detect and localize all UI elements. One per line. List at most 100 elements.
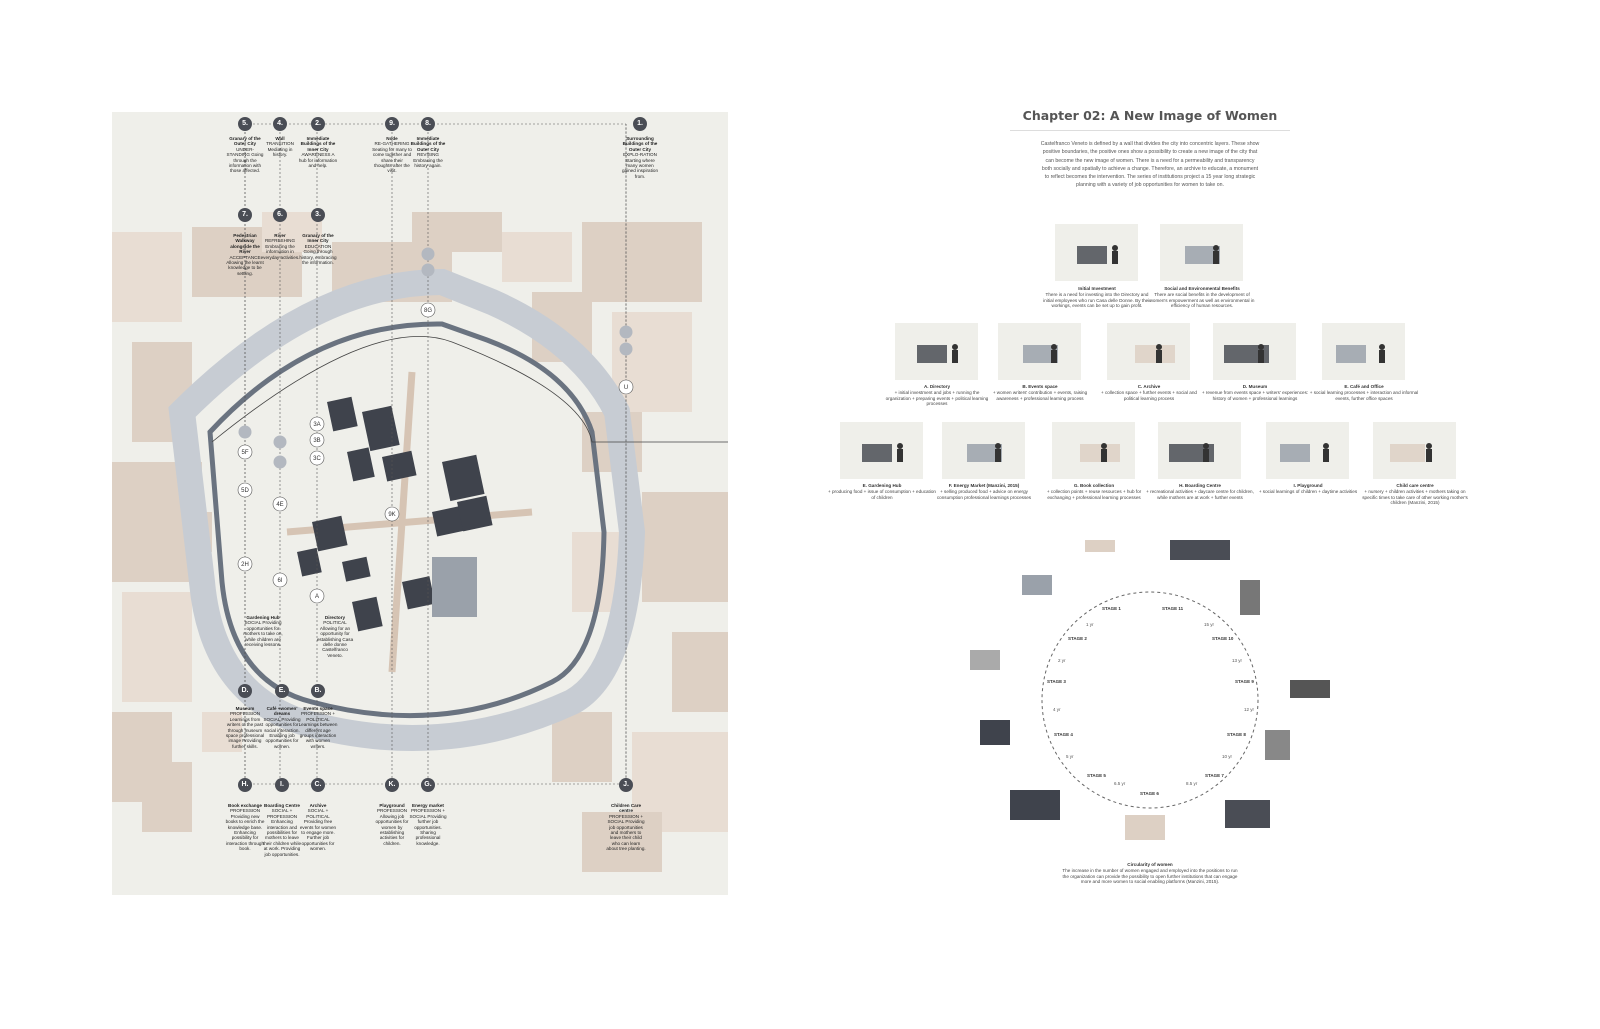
plan-marker[interactable] xyxy=(309,588,325,604)
marker-5[interactable]: J. xyxy=(619,778,633,792)
plan-marker[interactable] xyxy=(384,506,400,522)
stage-illustration xyxy=(1125,815,1165,840)
row3-caption: E. Gardening Hub+ producing food + issue… xyxy=(828,483,936,500)
intervention-building xyxy=(352,596,383,632)
svg-text:6I: 6I xyxy=(277,578,282,584)
plan-marker[interactable] xyxy=(309,450,325,466)
building-block xyxy=(672,632,728,712)
row2-caption: E. Café and Office+ social learning proc… xyxy=(1309,384,1419,401)
stage-illustration xyxy=(1225,800,1270,828)
row3-illustration xyxy=(840,422,923,479)
row3-caption: H. Boarding Centre+ recreational activit… xyxy=(1146,483,1254,500)
marker-0[interactable]: D. xyxy=(238,684,252,698)
row1-illustration xyxy=(1160,224,1243,281)
marker-2[interactable]: B. xyxy=(311,684,325,698)
row2-illustration xyxy=(1322,323,1405,380)
marker-2[interactable]: 3. xyxy=(311,208,325,222)
stage-label: STAGE 6 xyxy=(1140,791,1159,796)
building-block xyxy=(582,222,702,302)
marker-4[interactable]: G. xyxy=(421,778,435,792)
plan-marker[interactable] xyxy=(237,482,253,498)
row3-caption: G. Book collection+ collection points + … xyxy=(1046,483,1142,500)
intervention-building xyxy=(362,405,400,452)
row2-caption: D. Museum+ revenue from events space + w… xyxy=(1201,384,1309,401)
plan-marker[interactable] xyxy=(309,416,325,432)
row2-illustration xyxy=(895,323,978,380)
stage-label: STAGE 3 xyxy=(1047,679,1066,684)
plan-dot xyxy=(273,435,287,449)
city-wall-ring xyxy=(207,321,607,719)
building-block xyxy=(642,492,728,602)
year-label: 8.5 yr xyxy=(1186,781,1198,786)
plan-marker[interactable] xyxy=(272,496,288,512)
plan-marker[interactable] xyxy=(272,572,288,588)
plan-dot xyxy=(619,342,633,356)
svg-text:U: U xyxy=(624,385,628,391)
marker-0[interactable]: H. xyxy=(238,778,252,792)
plan-marker[interactable] xyxy=(309,432,325,448)
marker-0[interactable]: 7. xyxy=(238,208,252,222)
svg-text:4E: 4E xyxy=(276,502,283,508)
intervention-building xyxy=(346,447,375,482)
stage-label: STAGE 1 xyxy=(1102,606,1121,611)
marker-1[interactable]: I. xyxy=(275,778,289,792)
plan-marker[interactable] xyxy=(237,444,253,460)
row3-caption: Child care centre+ nursery + children ac… xyxy=(1362,483,1468,506)
plan-marker[interactable] xyxy=(420,302,436,318)
marker-3[interactable]: 9. xyxy=(385,117,399,131)
year-label: 10 yr xyxy=(1222,754,1233,759)
row2-illustration xyxy=(998,323,1081,380)
intervention-building xyxy=(442,454,485,502)
stage-label: STAGE 9 xyxy=(1235,679,1254,684)
marker-3[interactable]: K. xyxy=(385,778,399,792)
river xyxy=(211,335,728,443)
plan-dot xyxy=(421,247,435,261)
marker-0[interactable]: 5. xyxy=(238,117,252,131)
road xyxy=(168,268,646,751)
plan-dot xyxy=(619,325,633,339)
marker-1[interactable]: 4. xyxy=(273,117,287,131)
row2-illustration xyxy=(1213,323,1296,380)
marker-2[interactable]: C. xyxy=(311,778,325,792)
building-block xyxy=(122,592,192,702)
svg-text:3C: 3C xyxy=(313,456,321,462)
row3-caption: I. Playground+ social learnings of child… xyxy=(1258,483,1358,494)
stage-label: STAGE 7 xyxy=(1205,773,1224,778)
cycle-ring xyxy=(1041,591,1259,809)
svg-text:3B: 3B xyxy=(313,438,320,444)
year-label: 12 yr xyxy=(1244,707,1255,712)
marker-5[interactable]: 1. xyxy=(633,117,647,131)
chapter-title: Chapter 02: A New Image of Women xyxy=(1022,108,1278,123)
plan-dot xyxy=(421,263,435,277)
stage-illustration xyxy=(1022,575,1052,595)
year-label: 2 yr xyxy=(1058,658,1066,663)
marker-4[interactable]: 8. xyxy=(421,117,435,131)
stage-illustration xyxy=(1265,730,1290,760)
circularity-title: Circularity of women xyxy=(1127,862,1173,867)
marker-1[interactable]: 6. xyxy=(273,208,287,222)
year-label: 5 yr xyxy=(1066,754,1074,759)
stage-label: STAGE 2 xyxy=(1068,636,1087,641)
plan-marker[interactable] xyxy=(618,379,634,395)
plan-marker[interactable] xyxy=(237,556,253,572)
square xyxy=(432,557,477,617)
marker-2[interactable]: 2. xyxy=(311,117,325,131)
row3-caption: F. Energy Market (Manzini, 2015)+ sellin… xyxy=(936,483,1032,500)
marker-1[interactable]: E. xyxy=(275,684,289,698)
svg-text:8G: 8G xyxy=(424,308,432,314)
stage-illustration xyxy=(1010,790,1060,820)
title-divider xyxy=(1010,130,1290,131)
row2-illustration xyxy=(1107,323,1190,380)
intervention-building xyxy=(342,556,371,582)
